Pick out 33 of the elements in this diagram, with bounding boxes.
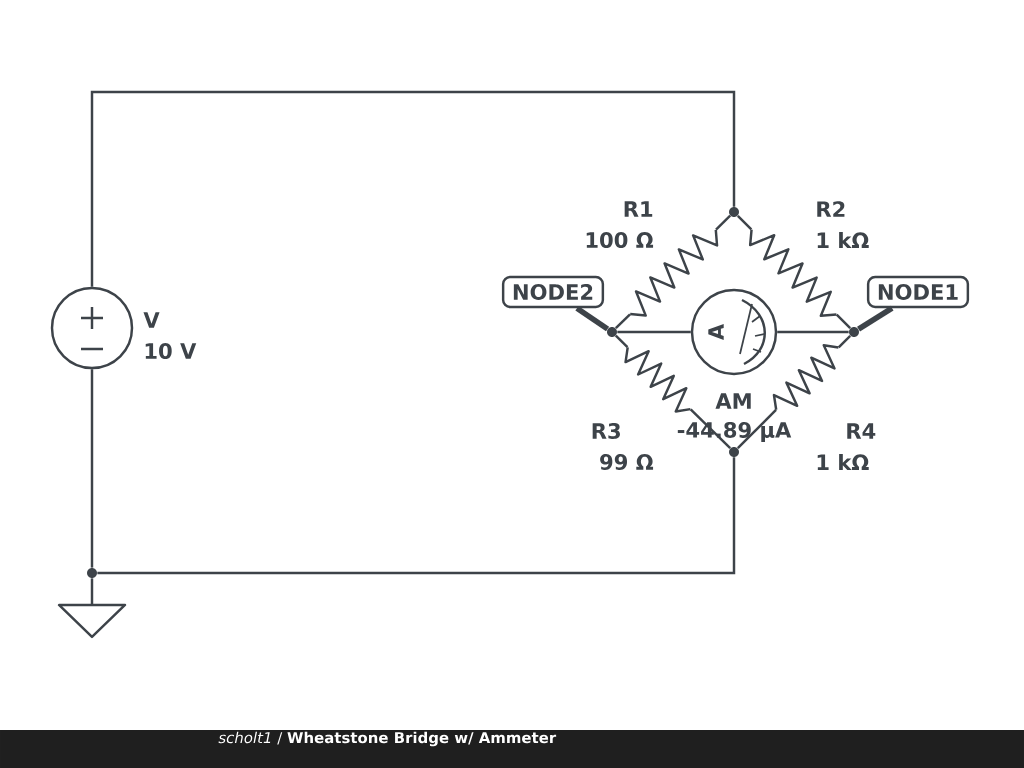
wire [90,369,94,568]
component-label: 99 Ω [600,454,654,470]
wire [835,313,852,330]
wire [614,313,631,330]
wire [736,409,777,450]
footer-bar: scholt1 / Wheatstone Bridge w/ Ammeter [0,730,1024,768]
voltage-source [50,286,134,370]
component-label: R3 [592,423,620,439]
component-label: AM [715,393,751,409]
wire [777,330,849,334]
resistor-symbol [772,344,839,410]
wire [715,214,732,231]
component-label: R2 [817,201,845,217]
ground-symbol [57,603,127,639]
wire [97,457,736,575]
resistor-symbol [624,347,691,413]
resistor-symbol [748,229,837,318]
component-label: R1 [624,201,653,217]
resistor-symbol [630,229,719,317]
wire [736,214,753,231]
component-label: R4 [847,423,876,439]
node-tag: NODE1 [866,275,970,309]
node-tag: NODE2 [501,275,605,309]
wire [90,90,736,287]
component-label: V [143,312,160,328]
wire [837,334,852,349]
component-label: 1 kΩ [817,454,869,470]
component-label: 100 Ω [586,232,654,248]
wire [617,330,691,334]
component-label: 1 kΩ [817,232,869,248]
wire [90,578,94,605]
wire [614,334,629,349]
component-label: 10 V [145,343,197,359]
